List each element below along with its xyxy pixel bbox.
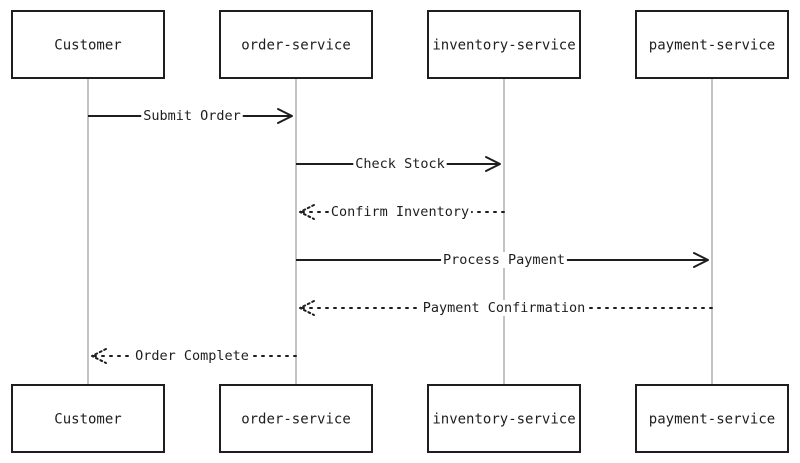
message-label-background bbox=[441, 252, 567, 268]
actor-payment-bottom: payment-service bbox=[635, 384, 789, 453]
arrow-head-icon bbox=[91, 348, 107, 364]
message-label-background bbox=[420, 300, 588, 316]
actor-customer-top: Customer bbox=[11, 10, 165, 79]
actor-box bbox=[219, 10, 373, 79]
actor-label: payment-service bbox=[649, 412, 775, 428]
message-2: Check Stock bbox=[296, 156, 501, 172]
message-label-background bbox=[141, 108, 243, 124]
actor-label: order-service bbox=[241, 38, 351, 54]
actor-box bbox=[635, 10, 789, 79]
actor-order-top: order-service bbox=[219, 10, 373, 79]
message-5: Payment Confirmation bbox=[299, 300, 713, 316]
actor-box bbox=[427, 384, 581, 453]
actor-box bbox=[219, 384, 373, 453]
actor-inventory-top: inventory-service bbox=[427, 10, 581, 79]
message-1: Submit Order bbox=[88, 108, 293, 124]
actor-label: Customer bbox=[54, 38, 121, 54]
arrow-head-icon bbox=[693, 252, 709, 268]
arrow-head-icon bbox=[485, 156, 501, 172]
actor-payment-top: payment-service bbox=[635, 10, 789, 79]
message-3: Confirm Inventory bbox=[299, 204, 505, 220]
actor-order-bottom: order-service bbox=[219, 384, 373, 453]
arrow-head-icon bbox=[299, 300, 315, 316]
message-4: Process Payment bbox=[296, 252, 709, 268]
message-6: Order Complete bbox=[91, 348, 297, 364]
actor-customer-bottom: Customer bbox=[11, 384, 165, 453]
actor-label: inventory-service bbox=[432, 38, 575, 54]
message-label-background bbox=[133, 348, 251, 364]
message-label: Process Payment bbox=[443, 252, 565, 268]
actor-inventory-bottom: inventory-service bbox=[427, 384, 581, 453]
actors: Customer order-service inventory-service pa… bbox=[11, 10, 789, 453]
actor-box bbox=[11, 10, 165, 79]
message-label: Order Complete bbox=[135, 348, 249, 364]
actor-label: inventory-service bbox=[432, 412, 575, 428]
message-label: Check Stock bbox=[355, 156, 444, 172]
arrow-head-icon bbox=[277, 108, 293, 124]
actor-label: payment-service bbox=[649, 38, 775, 54]
actor-box bbox=[635, 384, 789, 453]
message-label-background bbox=[353, 156, 447, 172]
actor-label: order-service bbox=[241, 412, 351, 428]
actor-box bbox=[11, 384, 165, 453]
message-label: Confirm Inventory bbox=[331, 204, 469, 220]
message-label: Submit Order bbox=[143, 108, 241, 124]
arrow-head-icon bbox=[299, 204, 315, 220]
message-label-background bbox=[328, 204, 472, 220]
lifelines bbox=[87, 78, 713, 385]
actor-label: Customer bbox=[54, 412, 121, 428]
actor-box bbox=[427, 10, 581, 79]
message-label: Payment Confirmation bbox=[423, 300, 586, 316]
